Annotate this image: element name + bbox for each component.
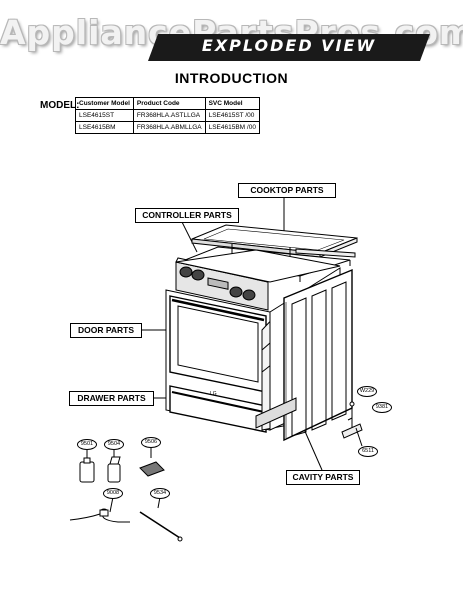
part-number-9506: 9506	[141, 437, 161, 448]
drawer-parts-label: DRAWER PARTS	[69, 391, 154, 406]
cooktop-parts-label: COOKTOP PARTS	[238, 183, 336, 198]
part-number-9008: 9008	[103, 488, 123, 499]
part-9534-rod	[139, 511, 183, 542]
part-number-9504: 9504	[104, 439, 124, 450]
anti-tip-bracket	[341, 401, 363, 447]
customer-model-cell: LSE4615BM	[75, 121, 134, 134]
part-number-9501: 9501	[77, 439, 97, 450]
page-title: INTRODUCTION	[174, 70, 289, 86]
model-table: Customer Model Product Code SVC Model LS…	[75, 97, 260, 134]
door-parts-label: DOOR PARTS	[70, 323, 142, 338]
part-number-9381: 9381	[372, 402, 392, 413]
part-number-w229: W229	[357, 386, 377, 397]
controller-parts-label: CONTROLLER PARTS	[135, 208, 239, 223]
exploded-view-banner	[148, 34, 430, 61]
part-9501-bottle	[79, 457, 95, 483]
banner-title: EXPLODED VIEW	[201, 36, 377, 55]
cavity-side-panel	[283, 268, 353, 442]
range-front: LG	[165, 289, 271, 433]
part-number-9534: 9534	[150, 488, 170, 499]
part-9008-cable	[69, 508, 130, 523]
svc-model-cell: LSE4615BM /00	[204, 121, 260, 134]
model-label: MODEL:	[40, 100, 80, 111]
table-row: LSE4615ST FR368HLA.ASTLLGA LSE4615ST /00	[75, 109, 260, 122]
table-row: LSE4615BM FR368HLA.ABMLLGA LSE4615BM /00	[75, 121, 260, 134]
cavity-parts-label: CAVITY PARTS	[286, 470, 360, 485]
brand-mark: LG	[210, 391, 217, 397]
part-9504-spray	[107, 456, 121, 483]
part-number-6511: 6511	[358, 446, 378, 457]
